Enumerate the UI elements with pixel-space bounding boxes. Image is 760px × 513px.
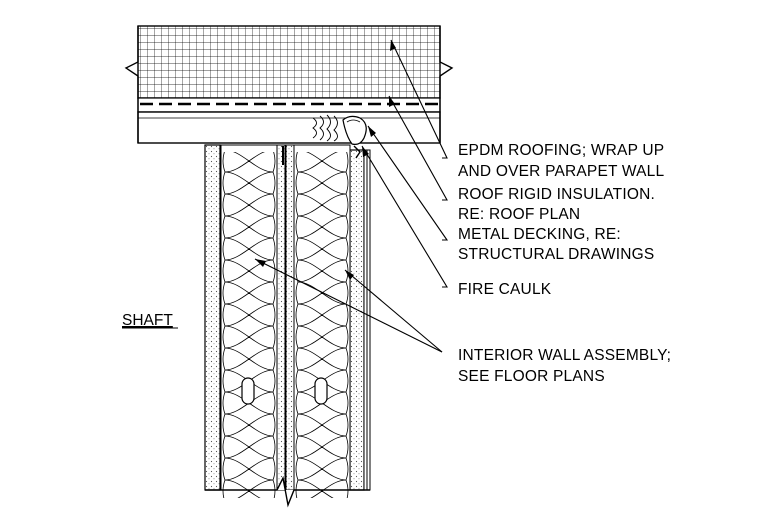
gypsum-board-center-right	[285, 144, 295, 491]
label-decking-line1: METAL DECKING, RE:	[458, 226, 621, 243]
leader-fire-caulk	[361, 145, 448, 288]
label-insulation-line1: ROOF RIGID INSULATION.	[458, 186, 655, 203]
leader-wall-1	[254, 258, 443, 353]
metal-decking	[137, 111, 441, 144]
arrowhead-fire-caulk	[362, 146, 369, 157]
arrowhead-wall-1	[255, 259, 266, 267]
label-epdm-line2: AND OVER PARAPET WALL	[458, 163, 665, 180]
interior-wall-assembly	[204, 144, 371, 508]
batt-insulation-left	[222, 152, 276, 498]
break-line-right	[439, 26, 454, 143]
rigid-insulation	[137, 25, 441, 99]
label-shaft: SHAFT	[122, 312, 173, 329]
fire-caulk	[312, 114, 367, 145]
arrowhead-decking	[368, 126, 376, 137]
stud-knockout-left	[241, 377, 255, 405]
label-wall-line1: INTERIOR WALL ASSEMBLY;	[458, 347, 671, 364]
leader-epdm	[390, 39, 448, 159]
arrowhead-wall-2	[345, 270, 354, 280]
gypsum-board-center-left	[276, 144, 286, 491]
label-wall-line2: SEE FLOOR PLANS	[458, 368, 605, 385]
label-insulation-line2: RE: ROOF PLAN	[458, 206, 580, 223]
gypsum-board-left	[204, 144, 221, 491]
leader-decking	[367, 125, 449, 241]
label-decking-line2: STRUCTURAL DRAWINGS	[458, 246, 654, 263]
arrowhead-epdm	[390, 40, 396, 51]
label-epdm-line1: EPDM ROOFING; WRAP UP	[458, 142, 664, 159]
leader-insulation	[388, 95, 448, 201]
leader-arrowheads	[255, 40, 396, 280]
arrowhead-insulation	[389, 96, 395, 107]
label-fire-caulk: FIRE CAULK	[458, 281, 552, 298]
leader-wall-2	[344, 269, 443, 353]
roof-assembly	[124, 25, 454, 144]
wall-break-line	[205, 475, 370, 508]
leader-lines	[254, 39, 449, 353]
gypsum-board-right	[349, 149, 365, 491]
stud-knockout-right	[314, 377, 328, 405]
insulation-squiggle	[222, 152, 276, 498]
callout-labels: EPDM ROOFING; WRAP UP AND OVER PARAPET W…	[122, 142, 671, 385]
insulation-squiggle	[295, 152, 349, 498]
batt-insulation-right	[295, 152, 349, 498]
break-line-left	[124, 26, 139, 143]
